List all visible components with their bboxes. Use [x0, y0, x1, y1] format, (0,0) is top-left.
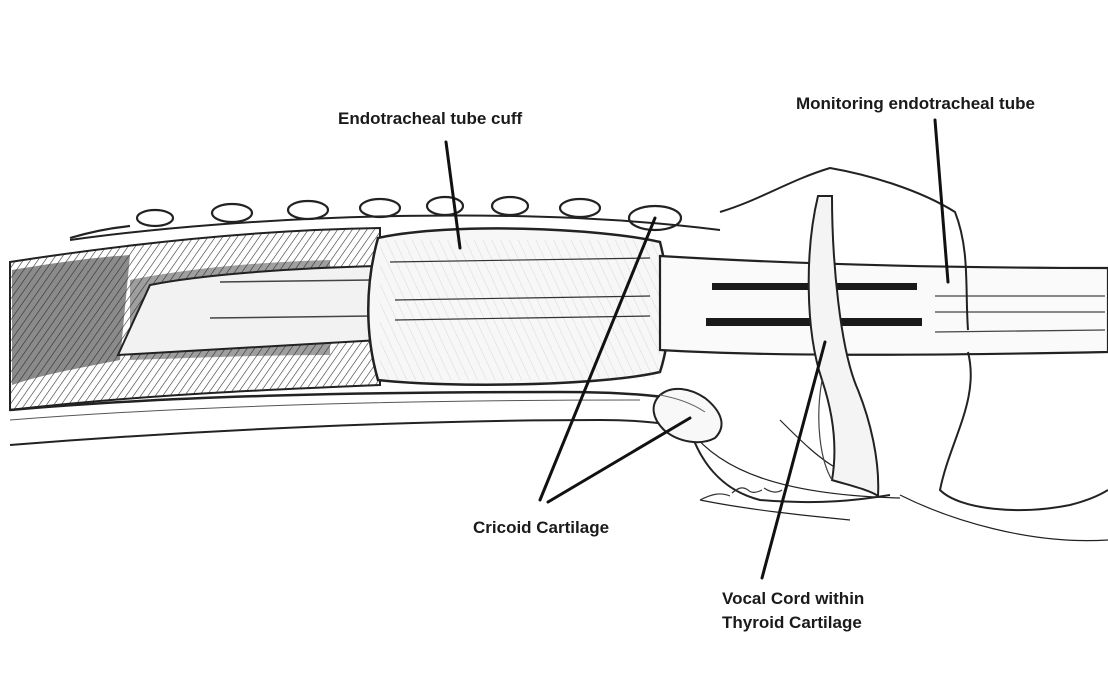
label-vocal-cord-line2: Thyroid Cartilage	[722, 611, 864, 635]
label-monitoring-endotracheal-tube: Monitoring endotracheal tube	[796, 92, 1035, 116]
label-vocal-cord-line1: Vocal Cord within	[722, 587, 864, 611]
leader-vocal-cord	[762, 342, 825, 578]
label-endotracheal-tube-cuff: Endotracheal tube cuff	[338, 107, 522, 131]
label-vocal-cord: Vocal Cord within Thyroid Cartilage	[722, 587, 864, 635]
monitoring-tube-shaft	[660, 256, 1108, 355]
tube-cuff	[368, 228, 669, 384]
label-cricoid-cartilage: Cricoid Cartilage	[473, 516, 609, 540]
